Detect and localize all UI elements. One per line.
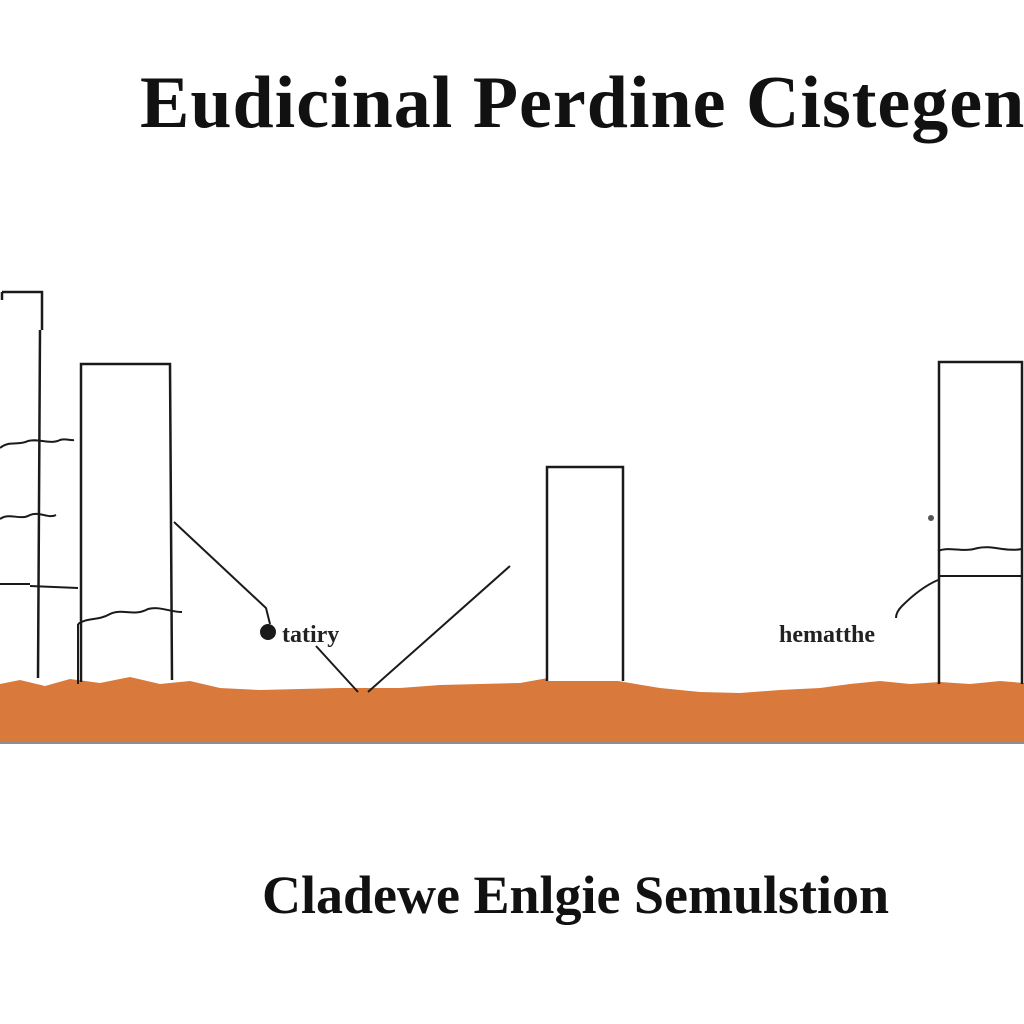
ground-layer	[0, 673, 1024, 744]
column-1-strata-middle	[0, 512, 57, 520]
column-4-marker-dot	[928, 515, 934, 521]
column-1-outline	[0, 290, 44, 679]
column-3	[545, 465, 625, 681]
left-callout-label: tatiry	[282, 622, 339, 648]
column-4-strata-upper	[937, 546, 1023, 552]
diagram-subtitle: Cladewe Enlgie Semulstion	[262, 865, 890, 925]
ground-soil	[0, 673, 1024, 743]
column-4-outline	[937, 360, 1024, 684]
column-2	[77, 362, 183, 684]
left-callout-marker-dot	[260, 624, 276, 640]
column-4	[928, 360, 1024, 684]
column-3-outline	[545, 465, 625, 681]
column-1	[0, 290, 79, 679]
column-1-strata-upper	[0, 438, 75, 449]
right-callout-label: hematthe	[779, 622, 875, 648]
column-1-strata-lower	[0, 583, 79, 589]
right-callout	[895, 579, 939, 619]
left-callout-leader-b	[315, 645, 359, 693]
diagram-title: Eudicinal Perdine Cistegen	[140, 62, 1024, 144]
left-callout-leader-c	[367, 565, 511, 693]
left-callout-leader-a	[173, 521, 271, 625]
left-callout	[173, 521, 511, 693]
column-2-fill-line	[77, 607, 183, 625]
column-2-outline	[79, 362, 174, 682]
right-callout-leader	[895, 579, 939, 619]
